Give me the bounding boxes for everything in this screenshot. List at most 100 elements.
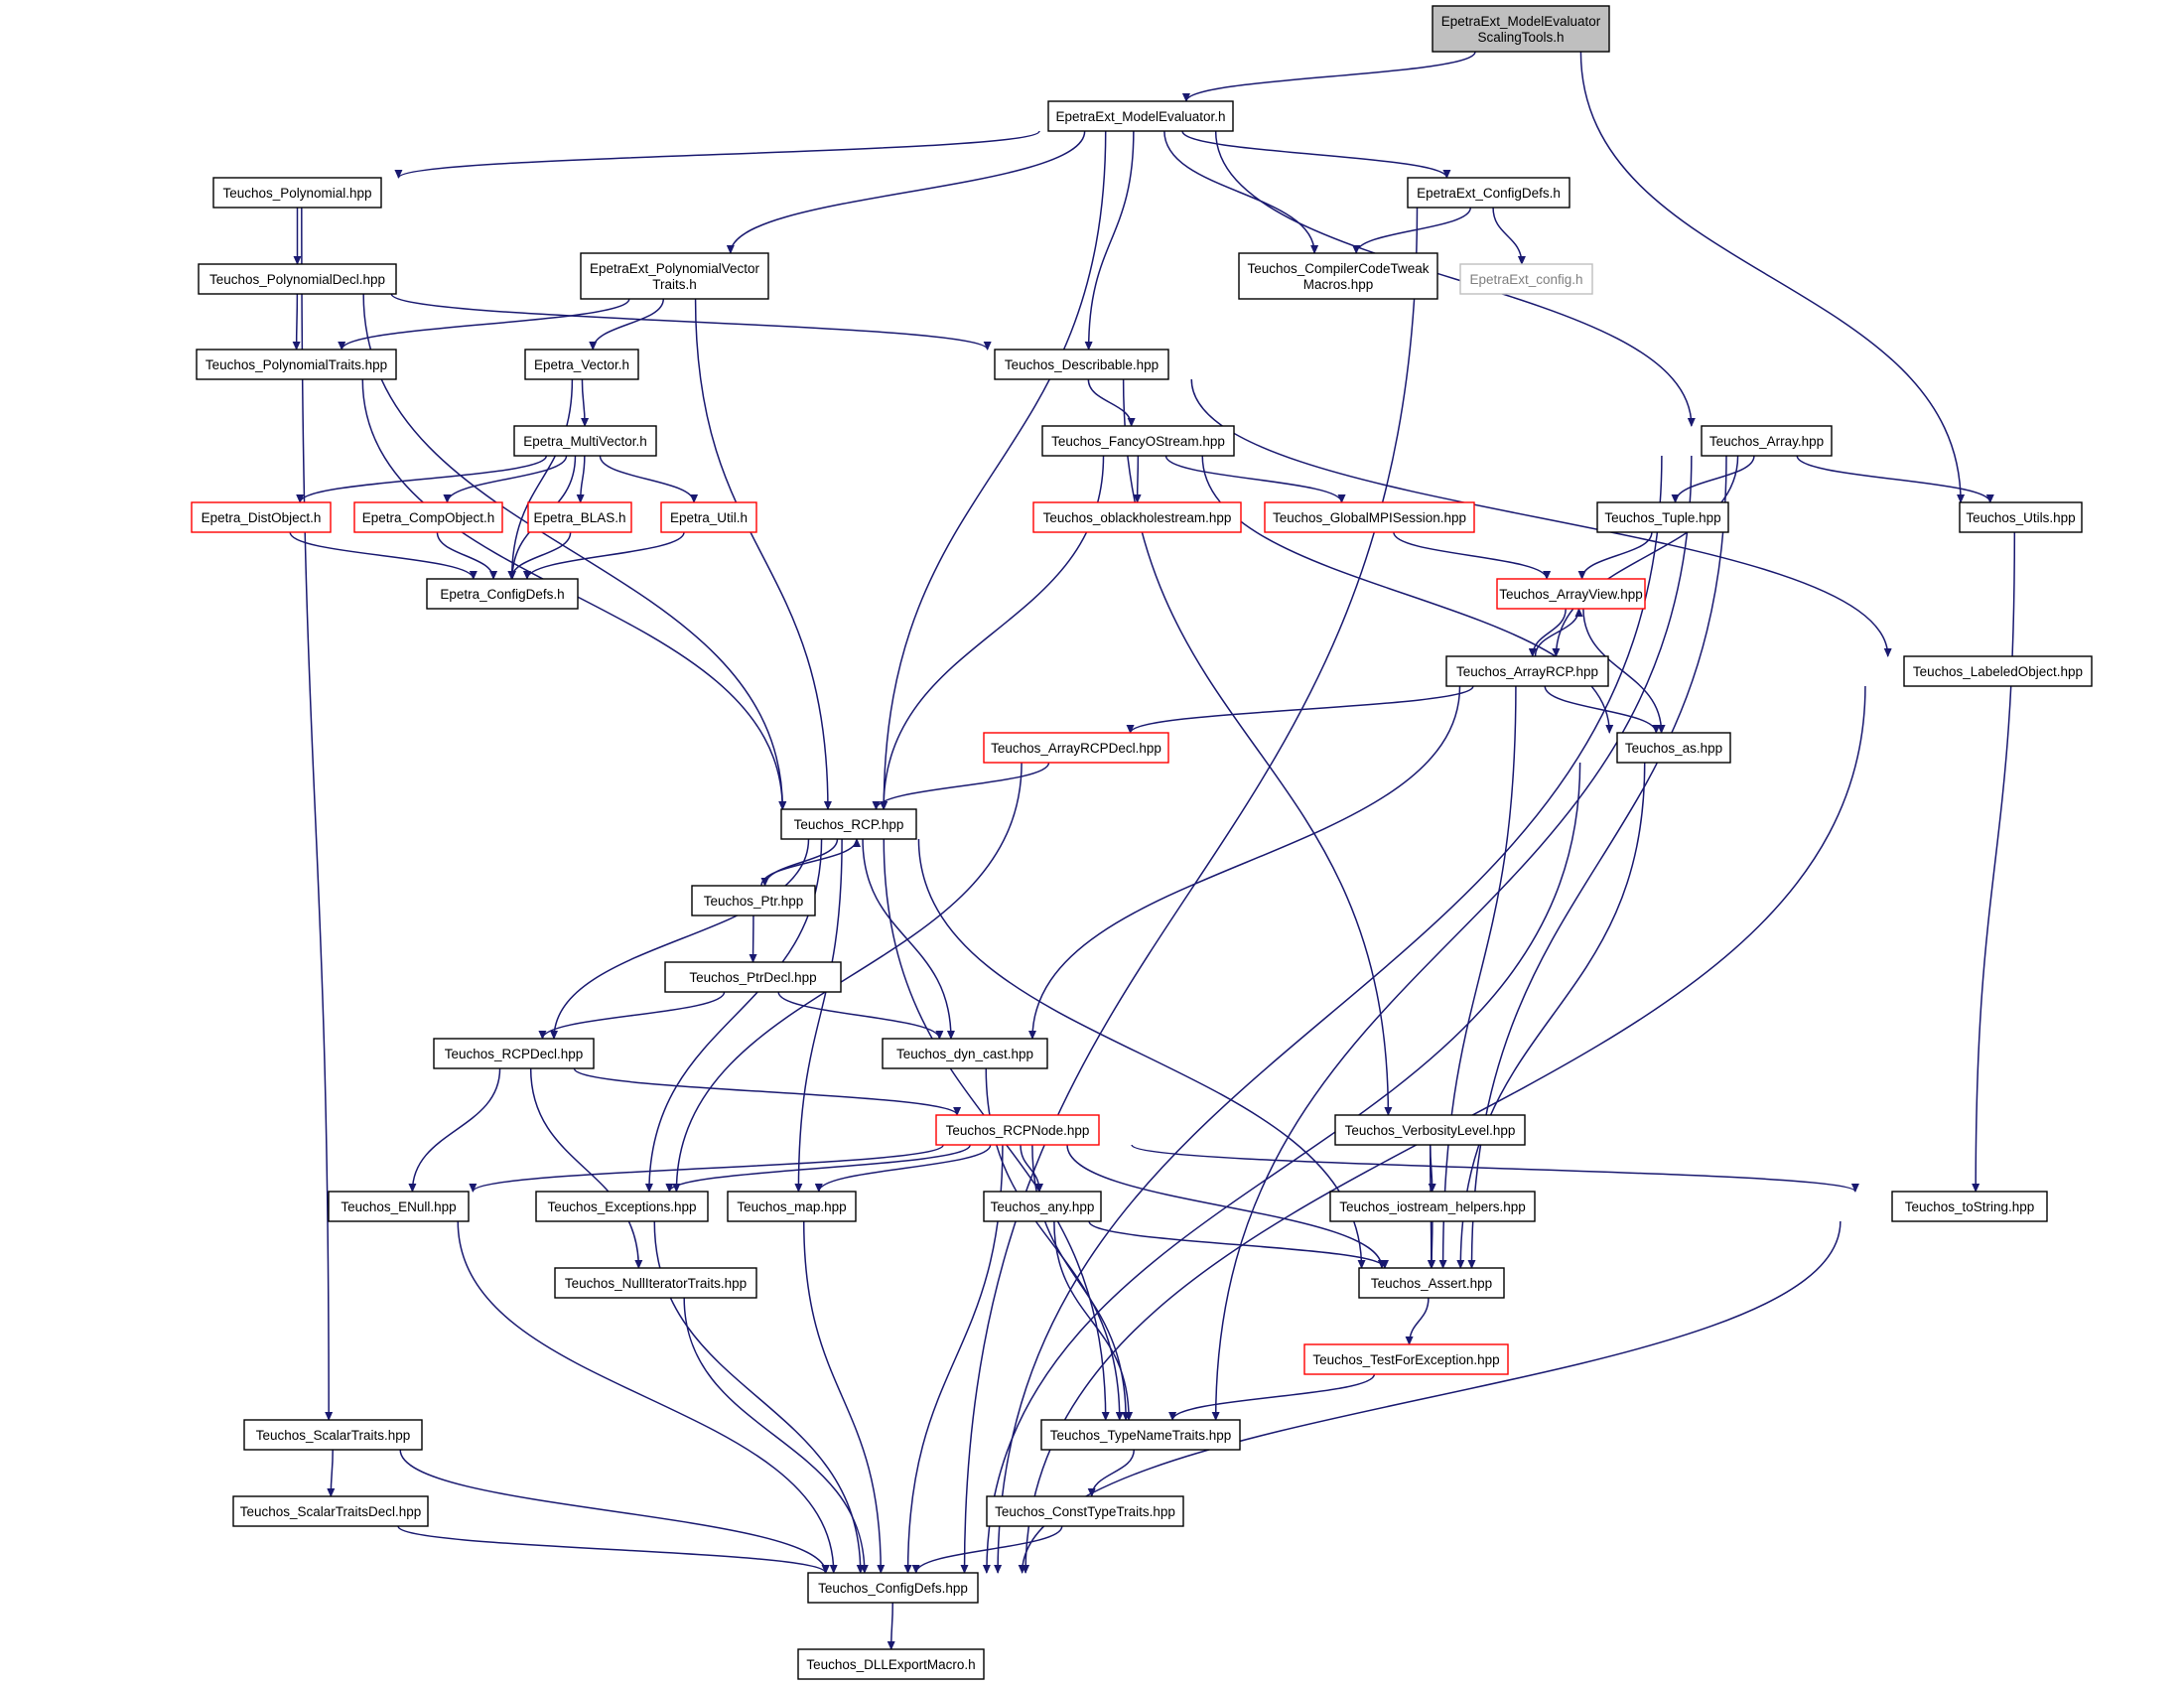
teuchos-arrayrcpdecl-hpp-node[interactable]: Teuchos_ArrayRCPDecl.hpp (983, 732, 1169, 764)
epetra-compobject-h-node[interactable]: Epetra_CompObject.h (353, 501, 503, 533)
epetra-multivector-h-node[interactable]: Epetra_MultiVector.h (513, 425, 657, 457)
edge-evec-to-ecdefs (507, 378, 574, 580)
nodes-layer: EpetraExt_ModelEvaluatorScalingTools.hEp… (191, 5, 2093, 1680)
edge-arrow (683, 1297, 869, 1574)
epetra-blas-h-node[interactable]: Epetra_BLAS.h (527, 501, 632, 533)
edge-arrow (665, 1144, 971, 1193)
epetra-vector-h-node[interactable]: Epetra_Vector.h (524, 349, 639, 380)
teuchos-fancyostream-hpp-node[interactable]: Teuchos_FancyOStream.hpp (1041, 425, 1235, 457)
edges-layer (289, 51, 2016, 1650)
node-label: EpetraExt_ConfigDefs.h (1417, 186, 1561, 201)
teuchos-labeledobject-hpp-node[interactable]: Teuchos_LabeledObject.hpp (1903, 655, 2093, 687)
node-label: EpetraExt_config.h (1469, 272, 1582, 287)
teuchos-rcpnode-hpp-node[interactable]: Teuchos_RCPNode.hpp (935, 1114, 1100, 1146)
teuchos-configdefs-hpp-node[interactable]: Teuchos_ConfigDefs.hpp (807, 1572, 979, 1604)
teuchos-polynomialtraits-hpp-node[interactable]: Teuchos_PolynomialTraits.hpp (196, 349, 397, 380)
edge-arrow (814, 1144, 992, 1193)
teuchos-describable-hpp-node[interactable]: Teuchos_Describable.hpp (994, 349, 1169, 380)
edge-st-to-tcd (399, 1449, 830, 1574)
node-label: Teuchos_VerbosityLevel.hpp (1345, 1123, 1516, 1138)
edge-pvt-to-rcp (694, 298, 832, 810)
teuchos-array-hpp-node[interactable]: Teuchos_Array.hpp (1701, 425, 1833, 457)
teuchos-verbositylevel-hpp-node[interactable]: Teuchos_VerbosityLevel.hpp (1334, 1114, 1526, 1146)
node-label: Teuchos_Exceptions.hpp (547, 1199, 696, 1214)
edge-arcpd-to-exc (672, 762, 1023, 1193)
node-box (1329, 1191, 1536, 1222)
node-label: EpetraExt_ModelEvaluator (1441, 14, 1601, 29)
teuchos-enull-hpp-node[interactable]: Teuchos_ENull.hpp (328, 1191, 470, 1222)
teuchos-iostream-helpers-hpp-node[interactable]: Teuchos_iostream_helpers.hpp (1329, 1191, 1536, 1222)
edge-arrow (694, 298, 832, 810)
teuchos-rcp-hpp-node[interactable]: Teuchos_RCP.hpp (780, 808, 917, 840)
node-label: Teuchos_TypeNameTraits.hpp (1050, 1428, 1232, 1443)
teuchos-scalartraits-hpp-node[interactable]: Teuchos_ScalarTraits.hpp (243, 1419, 423, 1451)
epetra-util-h-node[interactable]: Epetra_Util.h (660, 501, 757, 533)
edge-arrow (777, 991, 944, 1040)
node-label: Teuchos_ArrayView.hpp (1499, 587, 1643, 602)
edge-arrow (1087, 378, 1136, 427)
teuchos-polynomial-hpp-node[interactable]: Teuchos_Polynomial.hpp (212, 177, 382, 209)
node-label: EpetraExt_ModelEvaluator.h (1055, 109, 1225, 124)
teuchos-globalmpisession-hpp-node[interactable]: Teuchos_GlobalMPISession.hpp (1264, 501, 1475, 533)
teuchos-any-hpp-node[interactable]: Teuchos_any.hpp (983, 1191, 1102, 1222)
edge-emv-to-compobj (443, 455, 568, 503)
node-label: Teuchos_ArrayRCP.hpp (1456, 664, 1598, 679)
edge-st-to-std (327, 1449, 336, 1497)
node-label: Traits.h (652, 277, 697, 292)
teuchos-nulliteratortraits-hpp-node[interactable]: Teuchos_NullIteratorTraits.hpp (554, 1267, 757, 1299)
teuchos-arrayview-hpp-node[interactable]: Teuchos_ArrayView.hpp (1496, 578, 1646, 610)
edge-arr-to-tnt (1211, 455, 1693, 1421)
edge-arrow (523, 531, 685, 580)
teuchos-ptrdecl-hpp-node[interactable]: Teuchos_PtrDecl.hpp (664, 961, 842, 993)
teuchos-rcpdecl-hpp-node[interactable]: Teuchos_RCPDecl.hpp (433, 1038, 595, 1069)
epetra-distobject-h-node[interactable]: Epetra_DistObject.h (191, 501, 332, 533)
teuchos-scalartraitsdecl-hpp-node[interactable]: Teuchos_ScalarTraitsDecl.hpp (232, 1495, 429, 1527)
node-box (535, 1191, 709, 1222)
edge-me-to-arr (1214, 130, 1696, 427)
teuchos-ptr-hpp-node[interactable]: Teuchos_Ptr.hpp (691, 885, 816, 916)
edge-arrow (887, 1602, 895, 1650)
epetraext-configdefs-h-node[interactable]: EpetraExt_ConfigDefs.h (1407, 177, 1570, 209)
epetra-configdefs-h-node[interactable]: Epetra_ConfigDefs.h (426, 578, 579, 610)
edge-arrow (1131, 1144, 1859, 1193)
teuchos-dyn-cast-hpp-node[interactable]: Teuchos_dyn_cast.hpp (882, 1038, 1048, 1069)
node-label: Teuchos_LabeledObject.hpp (1913, 664, 2083, 679)
teuchos-typenametraits-hpp-node[interactable]: Teuchos_TypeNameTraits.hpp (1040, 1419, 1241, 1451)
teuchos-as-hpp-node[interactable]: Teuchos_as.hpp (1616, 732, 1731, 764)
teuchos-dllexportmacro-h-node[interactable]: Teuchos_DLLExportMacro.h (797, 1648, 985, 1680)
node-label: Teuchos_FancyOStream.hpp (1051, 434, 1225, 449)
teuchos-testforexception-hpp-node[interactable]: Teuchos_TestForException.hpp (1303, 1343, 1509, 1375)
teuchos-arrayrcp-hpp-node[interactable]: Teuchos_ArrayRCP.hpp (1445, 655, 1609, 687)
edge-any-to-assert (1088, 1220, 1389, 1269)
edge-arrow (802, 1220, 886, 1574)
teuchos-tostring-hpp-node[interactable]: Teuchos_toString.hpp (1891, 1191, 2048, 1222)
edge-arrow (1796, 455, 1994, 503)
teuchos-consttypetraits-hpp-node[interactable]: Teuchos_ConstTypeTraits.hpp (986, 1495, 1184, 1527)
node-label: Teuchos_DLLExportMacro.h (806, 1657, 975, 1672)
node-box (196, 349, 397, 380)
node-box (353, 501, 503, 533)
edge-arrow (1214, 130, 1696, 427)
teuchos-oblackholestream-hpp-node[interactable]: Teuchos_oblackholestream.hpp (1032, 501, 1242, 533)
edge-ioh-to-assert (1428, 1220, 1436, 1269)
teuchos-map-hpp-node[interactable]: Teuchos_map.hpp (727, 1191, 857, 1222)
node-box (797, 1648, 985, 1680)
teuchos-utils-hpp-node[interactable]: Teuchos_Utils.hpp (1959, 501, 2083, 533)
node-box (983, 732, 1169, 764)
node-box (1903, 655, 2093, 687)
teuchos-tuple-hpp-node[interactable]: Teuchos_Tuple.hpp (1596, 501, 1729, 533)
edge-emv-to-distobj (296, 455, 548, 503)
node-box (1459, 263, 1593, 295)
teuchos-assert-hpp-node[interactable]: Teuchos_Assert.hpp (1358, 1267, 1505, 1299)
edge-arrow (408, 1067, 501, 1193)
epetraext-modelevaluator-h-node[interactable]: EpetraExt_ModelEvaluator.h (1047, 100, 1234, 132)
teuchos-polynomialdecl-hpp-node[interactable]: Teuchos_PolynomialDecl.hpp (198, 263, 397, 295)
teuchos-exceptions-hpp-node[interactable]: Teuchos_Exceptions.hpp (535, 1191, 709, 1222)
edge-me-to-rcp (880, 130, 1107, 810)
edge-me-to-desc (1084, 130, 1135, 351)
edge-me-to-cctm (1163, 130, 1319, 254)
edge-arrow (301, 207, 334, 1421)
